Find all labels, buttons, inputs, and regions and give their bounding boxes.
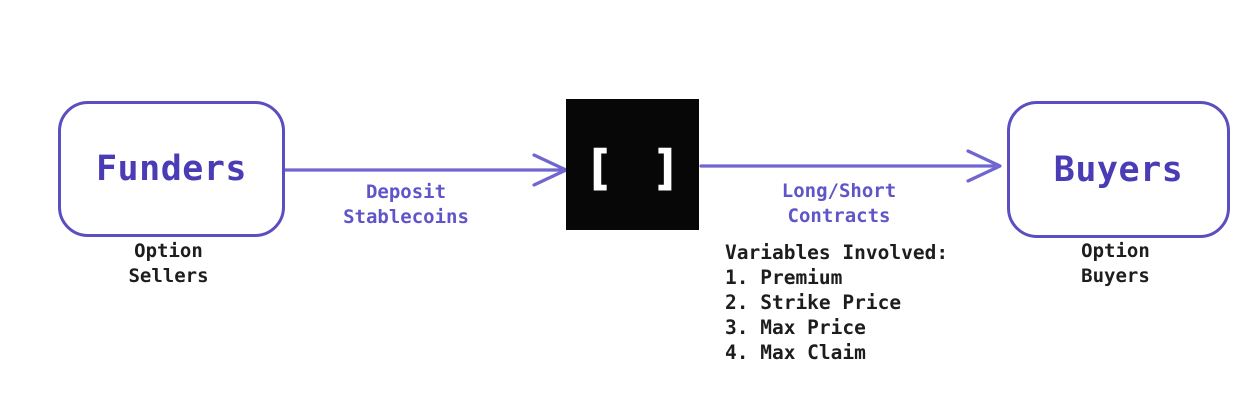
funders-caption: Option Sellers: [128, 240, 209, 287]
buyers-node: Buyers: [1007, 101, 1230, 238]
contracts-arrow-label: Long/Short Contracts: [781, 180, 897, 227]
variable-item: 3. Max Price: [725, 316, 866, 339]
variable-item: 1. Premium: [725, 266, 843, 289]
variables-heading: Variables Involved:: [725, 241, 949, 264]
variables-list: Variables Involved: 1. Premium 2. Strike…: [725, 240, 948, 365]
funders-node: Funders: [58, 101, 285, 237]
protocol-node: [ ]: [566, 99, 699, 230]
funders-label: Funders: [95, 149, 247, 189]
variable-item: 2. Strike Price: [725, 291, 902, 314]
deposit-arrow-label: Deposit Stablecoins: [343, 181, 469, 228]
variable-item: 4. Max Claim: [725, 341, 866, 364]
buyers-caption: Option Buyers: [1081, 240, 1150, 287]
buyers-label: Buyers: [1053, 149, 1184, 190]
bracket-icon: [ ]: [584, 140, 687, 196]
contracts-arrow: [699, 149, 1002, 183]
